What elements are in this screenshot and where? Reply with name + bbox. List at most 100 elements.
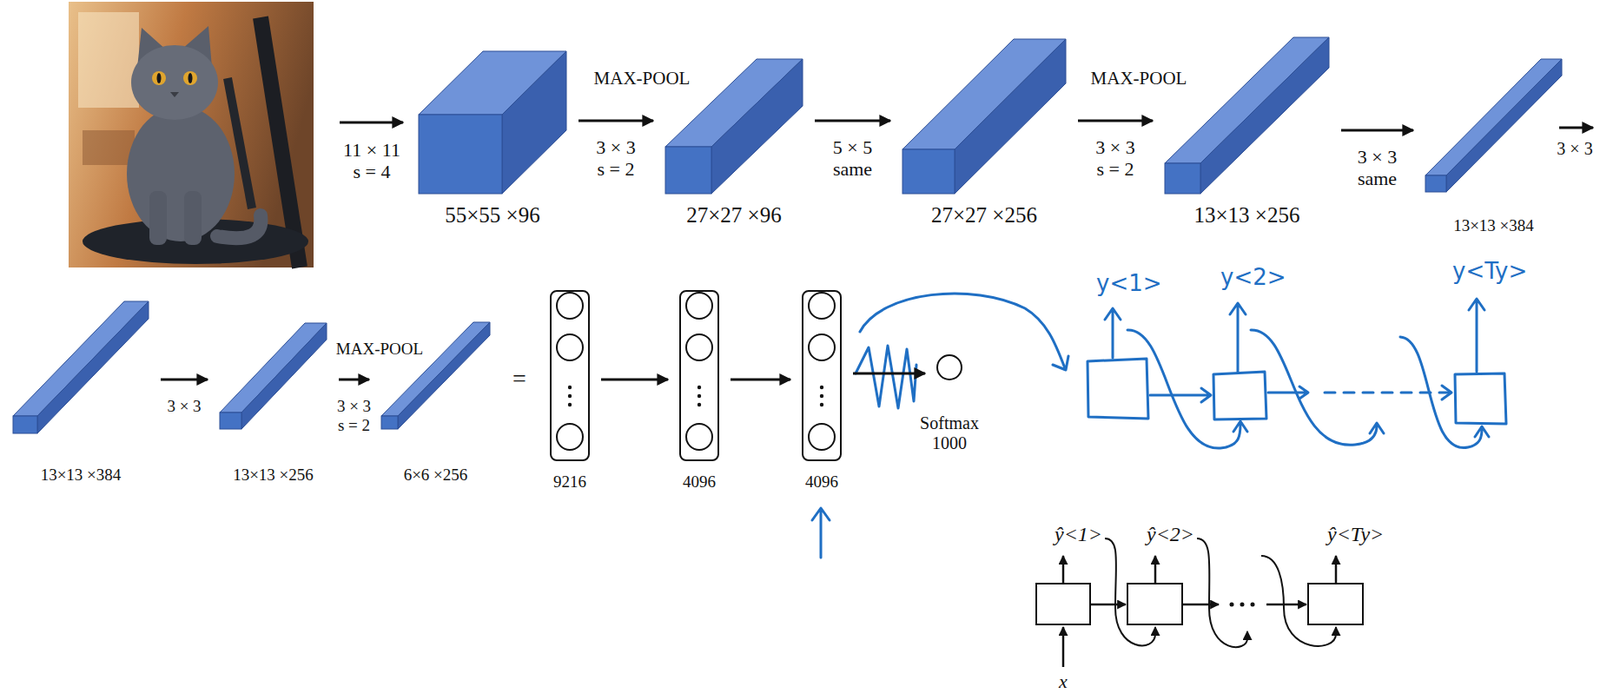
layer-outline [550,290,589,461]
volume-side-face [241,323,327,430]
pointer-arrow [812,508,830,558]
rnn-cell [1036,583,1091,625]
cat-eye [183,71,198,86]
output-arrow [1335,555,1338,583]
volume-side-face [954,39,1066,194]
ellipsis-dot [819,394,824,398]
label-holder: 3 × 3 s = 2 [334,396,375,436]
layer-arrow [1077,119,1153,123]
ellipsis-dot [1250,602,1256,608]
volume-front-face [418,114,503,194]
output-arrow [1229,303,1246,372]
cat-pupil [157,72,162,84]
volume-top-face [219,323,327,413]
neuron [686,423,713,450]
state-arrow [1150,388,1211,403]
volume-side-face [502,51,567,194]
cat-pupil [188,72,193,84]
dimension-label: 4096 [682,472,716,492]
label-holder: ŷ<2> [1146,522,1195,548]
handwritten-output: y<Ty> [1452,258,1528,285]
ellipsis-dot [568,403,572,407]
dimension-label: 9216 [553,472,587,492]
feedback-curve [1400,337,1489,449]
node-shape [1413,59,1574,192]
feature-volume: 13×13 ×384 [1413,59,1574,192]
label-holder: 13×13 ×384 [40,465,122,485]
volume-front-face [902,149,955,194]
input-symbol: x [1058,670,1068,693]
dense-layer: 4096 [790,290,853,462]
neuron [808,292,835,319]
input-arrow [1062,627,1065,668]
kernel-label: 3 × 3 [164,396,205,417]
dense-layer: 4096 [667,290,731,462]
kernel-label: 3 × 3 same [1355,145,1401,191]
label-holder: 3 × 3 same [1355,145,1401,191]
handwritten-output: y<2> [1220,264,1287,291]
label-holder: y<Ty> [1452,258,1528,285]
dimension-label: 55×55 ×96 [444,203,540,229]
handwritten-output: y<1> [1096,271,1163,298]
ellipsis-dot [819,385,824,390]
neuron [808,423,835,450]
cat-body [126,105,235,242]
layer-arrow [160,378,208,382]
label-holder: MAX-POOL [594,67,691,89]
equals-sign: = [512,364,527,393]
furniture [82,130,135,166]
dimension-label: 27×27 ×256 [931,203,1038,229]
label-holder: 9216 [553,472,587,492]
softmax-unit: Softmax 1000 [925,355,974,380]
label-holder: ŷ<Ty> [1327,522,1384,548]
feedback-curve [1261,555,1336,647]
label-holder: 27×27 ×96 [686,203,781,229]
layer-outline [802,290,841,461]
neuron [808,334,835,361]
node-shape [369,322,503,430]
dimension-label: 27×27 ×96 [686,203,781,229]
state-arrow [1266,603,1307,607]
layer-arrow [814,119,891,123]
conv-arrow [1559,126,1594,130]
rnn-diagram [1036,538,1363,668]
ellipsis-dot [697,403,701,407]
kernel-label: 3 × 3 s = 2 [593,136,639,181]
label-holder: 3 × 3 s = 2 [593,136,639,181]
dimension-label: 6×6 ×256 [403,465,469,485]
label-holder: 3 × 3 s = 2 [1092,136,1138,181]
layer-arrow [338,378,370,382]
feature-volume: 13×13 ×384 [0,301,161,434]
volume-side-face [37,301,149,434]
label-holder: y<2> [1220,264,1287,291]
node-shape [890,39,1078,194]
ellipsis-dot [1240,602,1245,608]
node-shape [667,290,731,462]
feature-volume: 13×13 ×256 [1152,37,1342,194]
feedback-curve [1250,330,1384,445]
volume-side-face [711,59,803,194]
label-holder: 13×13 ×384 [1453,216,1534,236]
ellipsis-dot [1229,602,1235,608]
label-holder: MAX-POOL [336,339,424,359]
volume-front-face [1164,163,1201,194]
label-holder: 11 × 11 s = 4 [340,138,404,184]
state-arrow [1090,603,1126,607]
label-holder: 4096 [805,472,839,492]
output-arrow [1104,308,1121,358]
node-shape [790,290,853,462]
label-holder: 27×27 ×256 [931,203,1038,229]
label-holder: = [512,364,527,393]
state-arrow [1268,386,1309,399]
dimension-label: 13×13 ×384 [40,465,122,485]
ellipsis-dot [697,385,701,390]
volume-front-face [665,146,712,194]
layer-arrow [852,372,926,376]
neuron [556,423,583,450]
output-arrow [1468,298,1485,372]
pool-label: MAX-POOL [1090,67,1188,89]
volume-front-face [1425,175,1447,192]
kernel-label: 3 × 3 s = 2 [1092,136,1138,181]
label-holder: x [1058,670,1068,693]
neuron [686,292,713,319]
